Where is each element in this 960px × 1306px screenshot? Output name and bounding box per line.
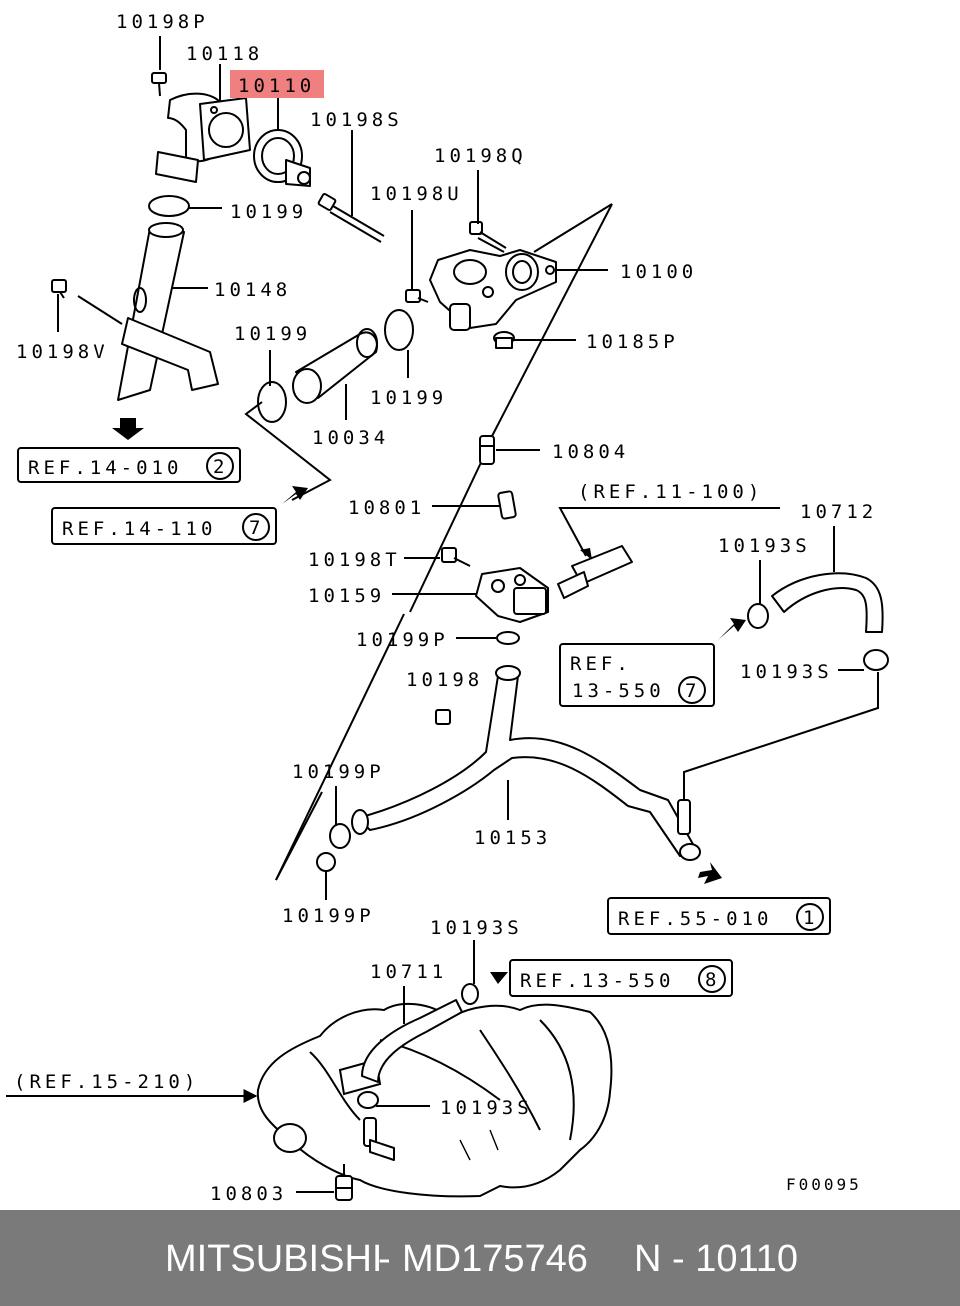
footer-separator: - — [378, 1238, 391, 1280]
bolt-10198v-icon — [51, 279, 67, 299]
label-10199p-a: 10199P — [356, 629, 449, 651]
switch-10801-icon — [497, 490, 517, 520]
diagram-code: F00095 — [786, 1175, 862, 1194]
label-10803: 10803 — [210, 1183, 287, 1205]
water-pipe-10148-icon — [117, 222, 219, 401]
label-10712: 10712 — [800, 501, 877, 523]
clamp-10193s-icon — [357, 1091, 379, 1147]
o-ring-icon — [329, 823, 351, 849]
label-10193s-d: 10193S — [440, 1097, 533, 1119]
bolt-10198t-icon — [441, 547, 471, 567]
water-outlet-elbow-icon — [155, 92, 251, 183]
label-10153: 10153 — [474, 827, 551, 849]
sensor-10803-icon — [335, 1164, 353, 1201]
svg-text:13-550: 13-550 — [572, 680, 665, 702]
label-10198v: 10198V — [16, 341, 109, 363]
label-ref-11-100: (REF.11-100) — [578, 481, 763, 503]
highlight-box — [230, 70, 324, 98]
plug-10185p-icon — [493, 331, 515, 349]
arrow-down-icon — [112, 418, 144, 440]
sensor-10804-icon — [479, 435, 495, 465]
label-10198q: 10198Q — [434, 145, 527, 167]
thermostat-housing-icon — [429, 249, 557, 331]
fitting-10159-icon — [475, 567, 549, 623]
label-10198s: 10198S — [310, 109, 403, 131]
part-number: MD175746 — [402, 1238, 588, 1280]
svg-text:8: 8 — [705, 969, 716, 991]
o-ring-icon — [257, 381, 287, 423]
svg-text:7: 7 — [685, 680, 696, 702]
arrow-icon — [482, 972, 508, 990]
bolt-10198p-icon — [151, 72, 167, 97]
hose-10034-icon — [292, 328, 378, 404]
label-10198t: 10198T — [308, 549, 401, 571]
ref-box-13-550-b[interactable]: REF.13-550 8 — [509, 959, 733, 997]
label-ref-15-210: (REF.15-210) — [14, 1071, 199, 1093]
label-10193s-a: 10193S — [718, 535, 811, 557]
arrow-icon — [718, 618, 746, 640]
label-10185p: 10185P — [586, 331, 679, 353]
label-10198: 10198 — [406, 669, 483, 691]
o-ring-icon — [496, 631, 520, 645]
o-ring-icon — [148, 195, 190, 217]
hose-10711-icon — [361, 983, 479, 1083]
o-ring-icon — [316, 852, 336, 872]
label-10711: 10711 — [370, 961, 447, 983]
label-10804: 10804 — [552, 441, 629, 463]
label-10118: 10118 — [186, 43, 263, 65]
label-10199-mid-left: 10199 — [234, 323, 311, 345]
svg-text:REF.14-110: REF.14-110 — [62, 518, 216, 540]
label-10110: 10110 — [238, 75, 315, 97]
ref-box-14-010[interactable]: REF.14-010 2 — [17, 447, 241, 483]
label-10193s-c: 10193S — [430, 917, 523, 939]
footer-bar: MITSUBISHI - MD175746 N - 10110 — [0, 1210, 960, 1306]
svg-text:1: 1 — [803, 907, 814, 929]
bolt-10198-icon — [435, 709, 451, 725]
ref-box-14-110[interactable]: REF.14-110 7 — [51, 507, 277, 545]
bolt-10198s-icon — [317, 193, 385, 243]
label-10199-top: 10199 — [230, 201, 307, 223]
ref-box-55-010[interactable]: REF.55-010 1 — [607, 897, 831, 935]
svg-text:7: 7 — [249, 517, 260, 539]
label-10199-mid-right: 10199 — [370, 387, 447, 409]
water-pipe-10153-icon — [351, 665, 701, 861]
o-ring-icon — [384, 309, 414, 351]
label-10198u: 10198U — [370, 183, 463, 205]
label-10193s-b: 10193S — [740, 661, 833, 683]
svg-text:REF.: REF. — [570, 653, 632, 675]
svg-text:2: 2 — [213, 456, 224, 478]
label-10199p-b: 10199P — [292, 761, 385, 783]
clamp-10193s-icon — [863, 649, 889, 671]
label-10801: 10801 — [348, 497, 425, 519]
intake-manifold-icon — [256, 1002, 613, 1198]
label-10148: 10148 — [214, 279, 291, 301]
thermostat-icon — [253, 129, 311, 187]
brand-name: MITSUBISHI — [165, 1238, 383, 1280]
label-10198p: 10198P — [116, 11, 209, 33]
arrow-icon — [698, 862, 722, 884]
label-10199p-c: 10199P — [282, 905, 375, 927]
label-10100: 10100 — [620, 261, 697, 283]
hose-10712-icon — [747, 572, 884, 633]
svg-text:REF.13-550: REF.13-550 — [520, 970, 674, 992]
svg-text:REF.14-010: REF.14-010 — [28, 457, 182, 479]
parts-diagram: 10198P 10118 10110 10198S 10198Q 10198U … — [6, 11, 889, 1205]
label-10159: 10159 — [308, 585, 385, 607]
ref-box-13-550-a[interactable]: REF. 13-550 7 — [559, 643, 715, 707]
bolt-10198q-icon — [469, 221, 507, 253]
bolt-10198u-icon — [405, 289, 429, 303]
svg-text:REF.55-010: REF.55-010 — [618, 908, 772, 930]
reference-number: N - 10110 — [634, 1238, 799, 1280]
label-10034: 10034 — [312, 427, 389, 449]
arrow-icon — [282, 486, 308, 504]
